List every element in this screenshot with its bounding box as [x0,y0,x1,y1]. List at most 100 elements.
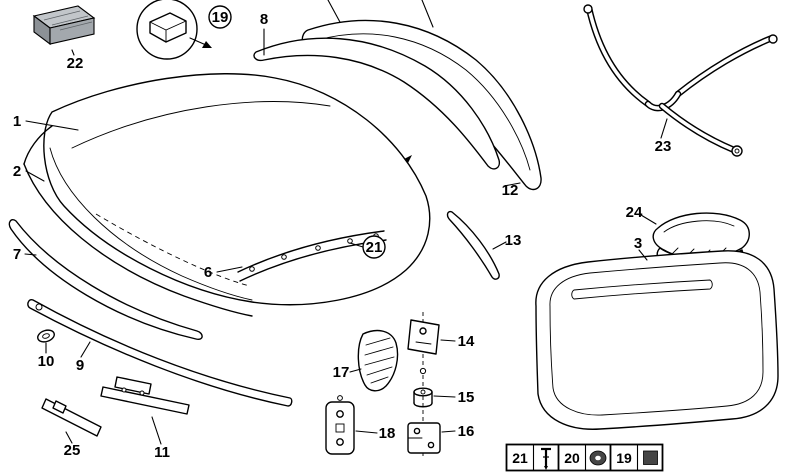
callout-label[interactable]: 3 [634,235,642,252]
callout-label[interactable]: 13 [505,232,522,249]
strip-outline [446,210,500,280]
callout-label[interactable]: 18 [379,425,396,442]
callout-label[interactable]: 1 [13,113,21,130]
leader-line [71,49,75,56]
callout-15[interactable]: 15 [433,389,475,406]
callout-16[interactable]: 16 [441,423,475,440]
screw [419,367,427,375]
callout-19-circled[interactable]: 19 [208,5,232,29]
leader-line [503,182,521,187]
strip-hole [35,303,43,311]
legend-label[interactable]: 20 [564,450,580,466]
callout-6[interactable]: 6 [204,264,243,281]
latch-assembly [407,312,441,458]
callout-label[interactable]: 2 [13,163,21,180]
callout-12[interactable]: 12 [502,182,521,199]
shell-lip-top [23,125,53,165]
bracket-hole [413,427,421,435]
callout-18[interactable]: 18 [355,425,396,442]
callout-circle[interactable] [362,235,386,259]
detail-arrow-head [202,41,212,48]
callout-label[interactable]: 14 [458,333,475,350]
legend-inner-divider [532,444,639,471]
callout-label[interactable]: 19 [212,9,229,26]
callout-label[interactable]: 10 [38,353,55,370]
rivet [315,245,321,251]
rivet-icon [541,447,551,470]
callout-1[interactable]: 1 [13,113,79,131]
leader-line [25,170,45,182]
leader-line [349,368,362,373]
callout-label[interactable]: 8 [260,11,268,28]
callout-circle[interactable] [208,5,232,29]
callout-label[interactable]: 17 [333,364,350,381]
bracket-slot [415,341,432,345]
callout-14[interactable]: 14 [440,333,475,350]
strip-outline [41,398,102,437]
legend-label[interactable]: 19 [616,450,632,466]
part-17-vent-grille [357,329,399,392]
callout-21-circled[interactable]: 21 [349,235,386,259]
callout-13[interactable]: 13 [492,232,522,250]
leader-line [638,249,648,261]
plate-hole [336,438,344,446]
rivet [249,266,255,272]
callout-label[interactable]: 21 [366,239,383,256]
leader-line [355,430,378,434]
part-2-inner-shell [23,125,253,317]
detail-arrow-line [189,37,207,46]
callout-label[interactable]: 7 [13,246,21,263]
headliner-stitch-line [95,213,251,287]
callout-8[interactable]: 8 [260,11,268,56]
rail-bracket [114,376,152,395]
callout-label[interactable]: 12 [502,182,519,199]
screw [337,395,343,401]
washer-outer [37,329,55,343]
callout-3[interactable]: 3 [634,235,648,261]
legend-item-21[interactable]: 21 [512,447,551,470]
callout-25[interactable]: 25 [64,431,81,459]
callout-23[interactable]: 23 [655,118,672,155]
leader-line [65,431,73,444]
leader-line [421,0,434,28]
callout-label[interactable]: 24 [626,204,643,221]
pad-inner-line [663,220,735,233]
callout-label[interactable]: 6 [204,264,212,281]
frame-tube [674,34,776,98]
callout-label[interactable]: 23 [655,138,672,155]
part-1-roof-shell [43,73,431,306]
bushing-sides [413,391,433,404]
callout-label[interactable]: 16 [458,423,475,440]
block-hatch [43,10,93,31]
callout-label[interactable]: 25 [64,442,81,459]
callout-label[interactable]: 9 [76,357,84,374]
callout-label[interactable]: 22 [67,55,84,72]
callout-24[interactable]: 24 [626,204,657,225]
frame-tube-inner [676,36,774,96]
callout-17[interactable]: 17 [333,364,362,381]
callout-7[interactable]: 7 [13,246,37,263]
callout-2[interactable]: 2 [13,163,45,182]
legend-item-19[interactable]: 19 [616,450,658,466]
callout-10[interactable]: 10 [38,342,55,370]
roof-crease [71,101,331,149]
callout-label[interactable]: 11 [154,444,170,461]
grommet-icon [589,450,607,466]
grille-outline [357,329,399,392]
rivet [281,254,287,260]
callout-22[interactable]: 22 [67,49,84,72]
callout-label[interactable]: 15 [458,389,475,406]
leader-line [151,416,162,445]
legend-label[interactable]: 21 [512,450,528,466]
cover-outer-outline [535,250,779,430]
callout-9[interactable]: 9 [76,341,91,374]
leader-line [80,341,91,358]
legend-item-20[interactable]: 20 [564,450,607,466]
part-9-lower-strip [27,298,293,407]
frame-end-fitting [583,4,593,14]
callout-11[interactable]: 11 [151,416,170,461]
bracket-outline [407,319,440,355]
bushing-bottom [413,402,433,408]
rail-outline [100,386,190,415]
